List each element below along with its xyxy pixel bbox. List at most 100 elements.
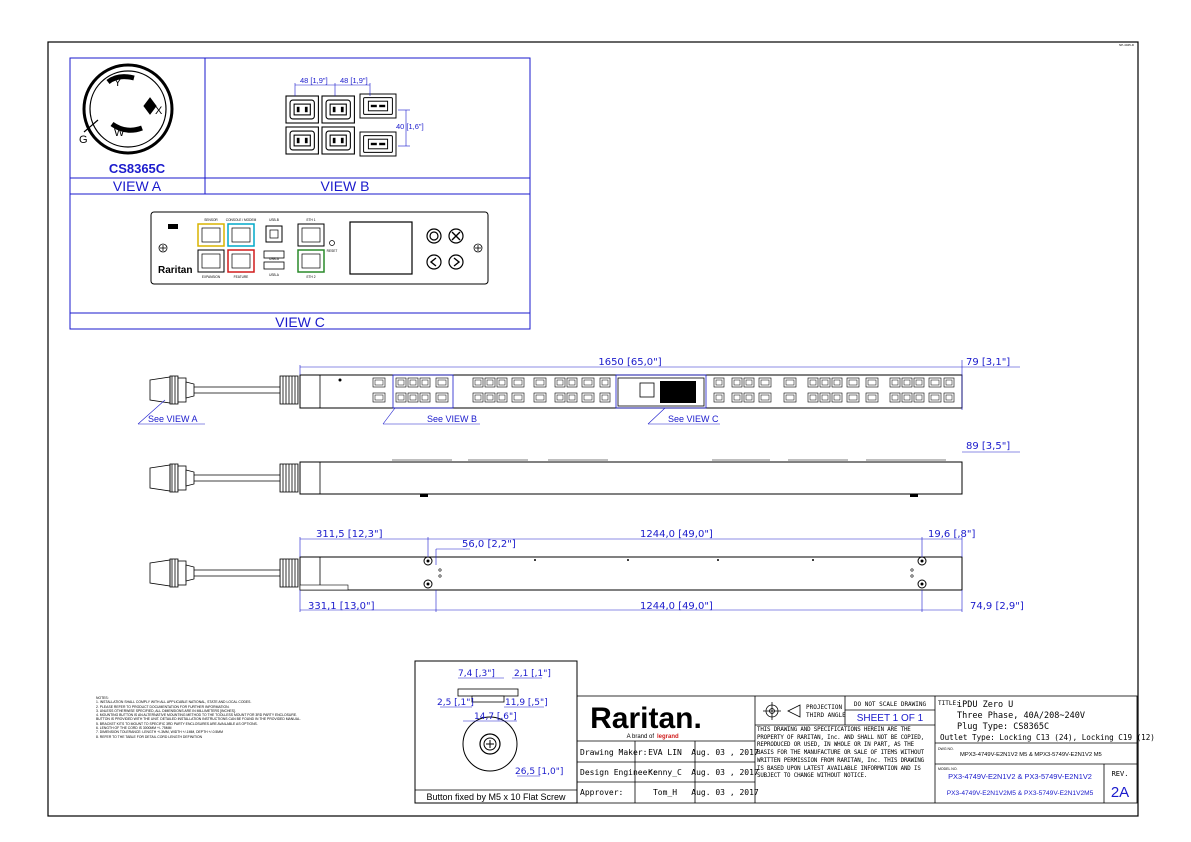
front-dim-lines bbox=[299, 360, 1020, 410]
label-expansion: EXPANSION bbox=[202, 275, 221, 279]
btn-dim-1: 7,4 [,3"] bbox=[458, 669, 495, 679]
controller-panel bbox=[150, 211, 489, 285]
tb-logo-sub-a: A brand of bbox=[627, 734, 655, 740]
dim-width-front: 79 [3,1"] bbox=[966, 357, 1010, 368]
plug-model-label: CS8365C bbox=[109, 161, 166, 176]
note-item: 3. UNLESS OTHERWISE SPECIFIED, ALL DIMEN… bbox=[96, 708, 236, 713]
pin-w-label: W bbox=[114, 127, 125, 139]
btn-dim-2: 2,1 [,1"] bbox=[514, 669, 551, 679]
tb-model-label: MODEL NO. bbox=[938, 767, 958, 771]
note-item: 8. REFER TO THE TABLE FOR DETAIL CORD LE… bbox=[96, 734, 203, 739]
tb-row0-label: Drawing Maker: bbox=[580, 748, 647, 757]
tb-title-lines: iPDU Zero U Three Phase, 40A/208~240V Pl… bbox=[940, 700, 1155, 742]
tb-dwg-no: MPX3-4749V-E2N1V2 M5 & MPX3-5749V-E2N1V2… bbox=[960, 752, 1102, 758]
tb-disclaimer: THIS DRAWING AND SPECIFICATIONS HEREIN A… bbox=[757, 727, 925, 780]
projection-symbol bbox=[763, 702, 801, 720]
b-dim-w1: 48 [1,9"] bbox=[300, 76, 328, 85]
btn-dim-6: 26,5 [1,0"] bbox=[515, 767, 563, 777]
note-item: 5. BRACKET KITS TO MOUNT TO SPECIFIC 3RD… bbox=[96, 721, 258, 726]
view-b-dim-lines bbox=[294, 83, 410, 147]
tb-model-line2: PX3-4749V-E2N1V2M5 & PX3-5749V-E2N1V2M5 bbox=[947, 790, 1094, 797]
pdu-front-view bbox=[137, 374, 963, 425]
b-dim-w2: 48 [1,9"] bbox=[340, 76, 368, 85]
label-sensor: SENSOR bbox=[204, 218, 218, 222]
callout-view-c: See VIEW C bbox=[668, 414, 719, 424]
controller-brand: Raritan bbox=[158, 265, 192, 276]
tb-logo: Raritan. bbox=[590, 702, 702, 735]
rear-dim-lines bbox=[299, 537, 963, 612]
pdu-side-view bbox=[149, 459, 963, 497]
note-item: 6. LENGTH OF THE CORD IS 3000MM +/- 75MM bbox=[96, 726, 172, 731]
plug-face-drawing bbox=[82, 63, 174, 155]
view-a-title: VIEW A bbox=[113, 178, 162, 194]
tb-projection-a: PROJECTION bbox=[806, 704, 843, 711]
dim-small: 56,0 [2,2"] bbox=[462, 539, 516, 550]
tb-title-line1: Three Phase, 40A/208~240V bbox=[957, 711, 1085, 721]
dim-bot-right: 74,9 [2,9"] bbox=[970, 601, 1024, 612]
sheet-code: NP-4045-D bbox=[1119, 43, 1135, 47]
view-b-outlets bbox=[285, 93, 397, 157]
dim-bot-mid: 1244,0 [49,0"] bbox=[640, 601, 713, 612]
b-dim-h: 40 [1,6"] bbox=[396, 122, 424, 131]
tb-title-line2: Plug Type: CS8365C bbox=[957, 722, 1049, 732]
tb-dwg-label: DWG NO. bbox=[938, 747, 954, 751]
note-item: 2. PLEASE REFER TO PRODUCT DOCUMENTATION… bbox=[96, 704, 230, 709]
tb-row0-date: Aug. 03 , 2017 bbox=[691, 748, 759, 757]
tb-model-line1: PX3-4749V-E2N1V2 & PX3-5749V-E2N1V2 bbox=[948, 772, 1092, 781]
pin-x-label: X bbox=[155, 105, 163, 117]
tb-title-label: TITLE: bbox=[938, 700, 960, 707]
notes-block: NOTES: 1. INSTALLATION SHALL COMPLY WITH… bbox=[96, 696, 426, 739]
btn-dim-4: 11,9 [,5"] bbox=[505, 698, 548, 708]
dim-top-right: 19,6 [,8"] bbox=[928, 529, 975, 540]
view-b-title: VIEW B bbox=[320, 178, 369, 194]
note-item: 7. DIMENSION TOLERANCE: LENGTH +/-3MM, W… bbox=[96, 730, 223, 735]
dim-top-left: 311,5 [12,3"] bbox=[316, 529, 383, 540]
note-item: 1. INSTALLATION SHALL COMPLY WITH ALL AP… bbox=[96, 700, 252, 705]
tb-rev: 2A bbox=[1111, 784, 1129, 801]
tb-row1-date: Aug. 03 , 2017 bbox=[691, 768, 759, 777]
note-item: BUTTON IS PROVIDED WITH THE UNIT. DETAIL… bbox=[96, 717, 301, 722]
tb-rows: Drawing Maker: EVA LIN Aug. 03 , 2017 De… bbox=[580, 748, 759, 797]
dim-length: 1650 [65,0"] bbox=[598, 357, 661, 368]
label-feature: FEATURE bbox=[234, 275, 249, 279]
callout-view-b: See VIEW B bbox=[427, 414, 477, 424]
tb-sheet: SHEET 1 OF 1 bbox=[857, 713, 924, 724]
btn-dim-5: 14,7 [,6"] bbox=[474, 712, 517, 722]
label-usba2: USB-A bbox=[269, 273, 280, 277]
button-detail bbox=[414, 660, 578, 804]
tb-projection-b: THIRD ANGLE bbox=[806, 712, 846, 719]
label-eth2: ETH 2 bbox=[306, 275, 315, 279]
view-c-title: VIEW C bbox=[275, 314, 325, 330]
tb-row2-name: Tom_H bbox=[653, 788, 677, 797]
dim-top-mid: 1244,0 [49,0"] bbox=[640, 529, 713, 540]
label-reset: RESET bbox=[327, 249, 338, 253]
tb-row1-name: Kenny_C bbox=[648, 768, 682, 777]
controller-port-labels: SENSOR CONSOLE / MODEM USB-B ETH 1 EXPAN… bbox=[202, 218, 338, 279]
label-usba1: USB-A bbox=[269, 257, 280, 261]
tb-title-line3: Outlet Type: Locking C13 (24), Locking C… bbox=[940, 733, 1155, 742]
dim-bot-left: 331,1 [13,0"] bbox=[308, 601, 375, 612]
pdu-rear-view bbox=[149, 556, 963, 591]
label-eth1: ETH 1 bbox=[306, 218, 315, 222]
label-usbb: USB-B bbox=[269, 218, 279, 222]
tb-dns: DO NOT SCALE DRAWING bbox=[854, 701, 927, 708]
label-console: CONSOLE / MODEM bbox=[226, 218, 257, 222]
dim-depth: 89 [3,5"] bbox=[966, 441, 1010, 452]
notes-title: NOTES: bbox=[96, 696, 109, 700]
tb-row1-label: Design Engineer: bbox=[580, 768, 657, 777]
views-frame bbox=[69, 57, 531, 330]
tb-row0-name: EVA LIN bbox=[648, 748, 682, 757]
sheet-border bbox=[47, 41, 1139, 817]
tb-row2-label: Approver: bbox=[580, 788, 623, 797]
tb-title-line0: iPDU Zero U bbox=[957, 700, 1013, 710]
tb-rev-label: REV. bbox=[1112, 770, 1129, 778]
tb-row2-date: Aug. 03 , 2017 bbox=[691, 788, 759, 797]
title-block bbox=[576, 695, 1138, 804]
btn-dim-3: 2,5 [,1"] bbox=[437, 698, 474, 708]
tb-logo-sub-b: legrand bbox=[657, 734, 679, 740]
pin-y-label: Y bbox=[114, 77, 122, 89]
note-item: 4. MOUNTING BUTTON IS AN ALTERNATIVE MOU… bbox=[96, 713, 298, 718]
pin-g-label: G bbox=[79, 134, 88, 146]
btn-caption: Button fixed by M5 x 10 Flat Screw bbox=[426, 792, 566, 802]
